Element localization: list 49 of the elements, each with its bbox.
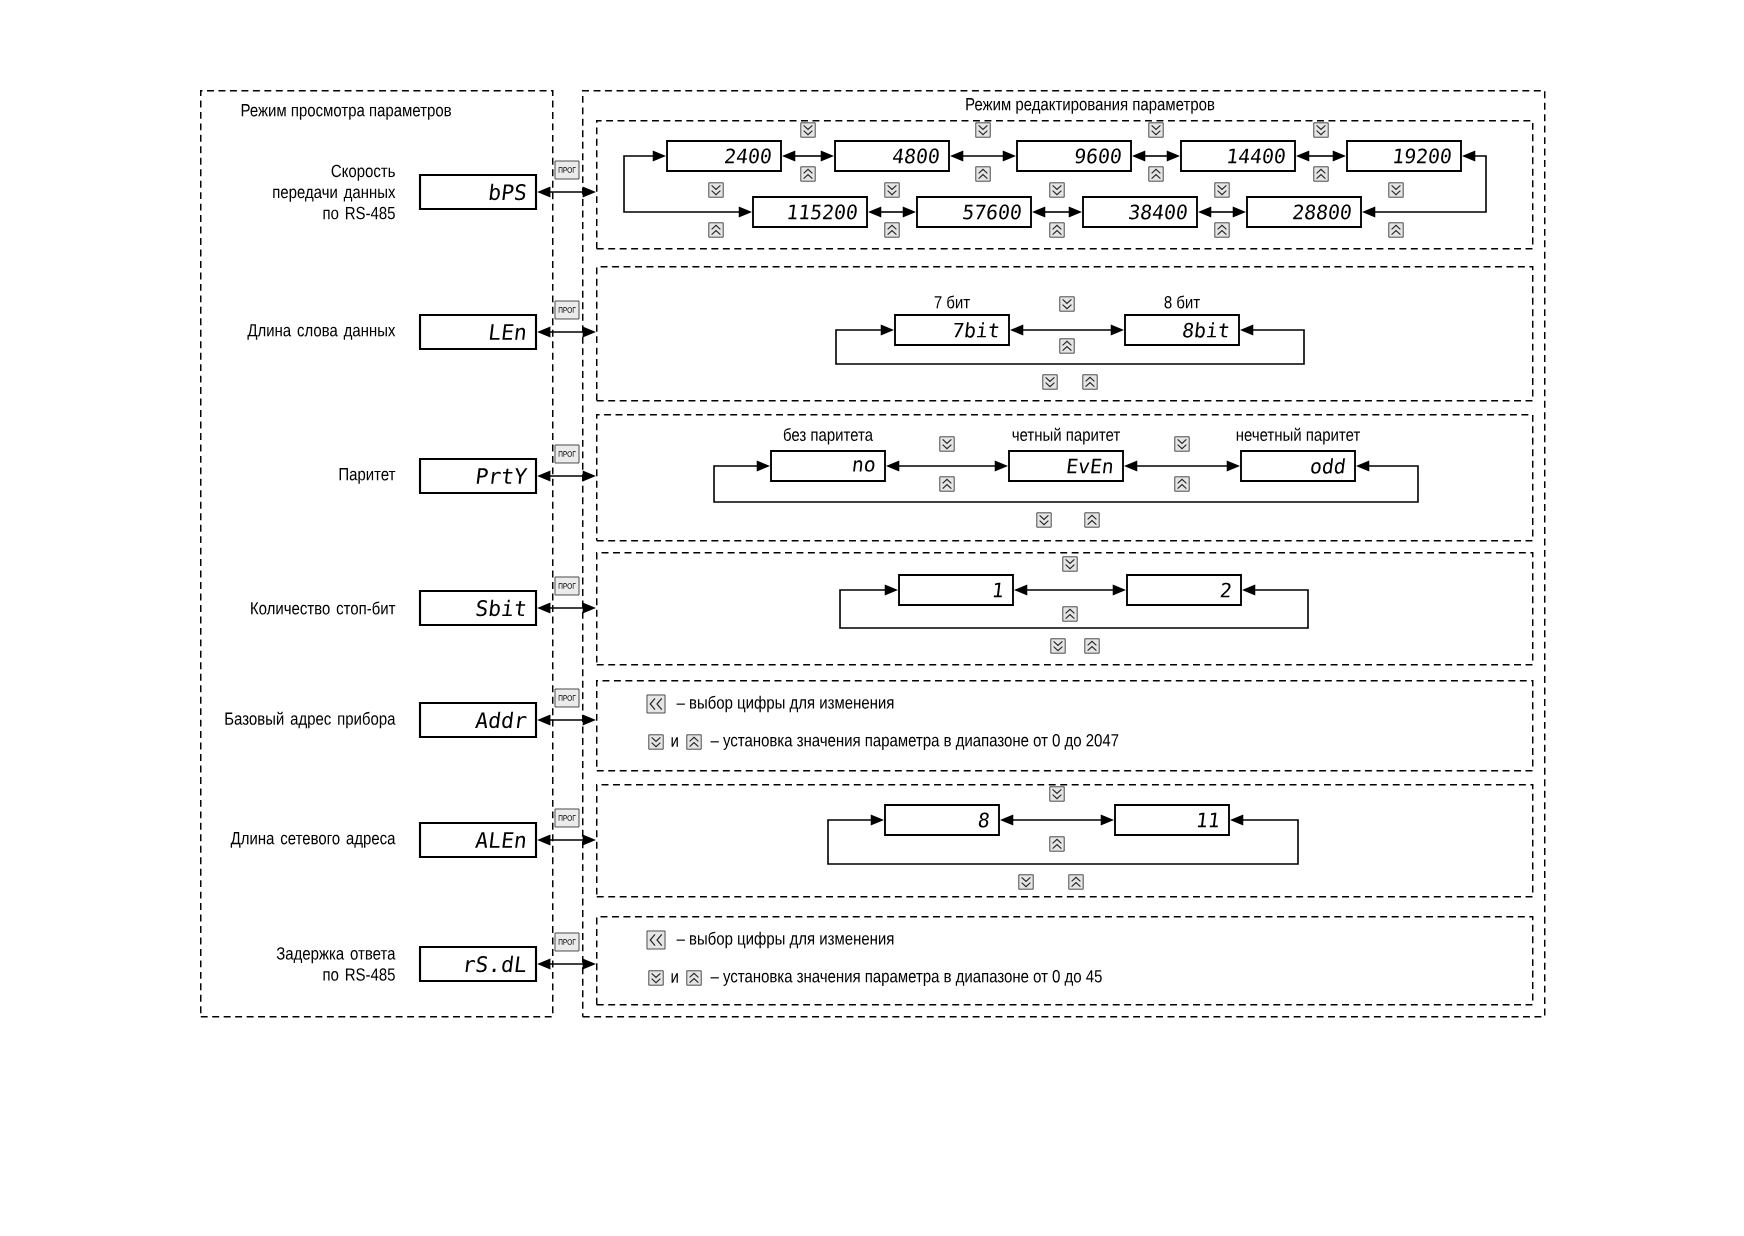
segment-display: 28800 [1246,196,1362,228]
display-caption: четный паритет [1012,427,1120,445]
instruction-text: – выбор цифры для изменения [676,695,894,713]
instruction-text: – установка значения параметра в диапазоне от 0 до 2047 [710,734,1119,750]
segment-display: ALEn [418,821,538,859]
segment-display: 19200 [1346,140,1462,172]
display-caption: без паритета [783,427,873,445]
segment-display: 14400 [1180,140,1296,172]
segment-display: Addr [418,701,538,739]
panel-title: Режим просмотра параметров [241,104,451,120]
segment-display: 1 [898,574,1014,606]
segment-display: Sbit [418,589,538,627]
parameter-label: Длина слова данных [247,324,396,340]
arrow [835,324,1305,365]
segment-display: EvEn [1008,450,1124,482]
segment-display: PrtY [418,457,538,495]
segment-display: 8bit [1124,314,1240,346]
parameter-label: Задержка ответа по RS-485 [276,947,396,981]
instruction-text: и [671,973,678,983]
segment-display: 2400 [666,140,782,172]
segment-display: 38400 [1082,196,1198,228]
segment-display: LEn [418,313,538,351]
arrow [713,460,1419,503]
instruction-text: и [671,737,678,747]
parameter-label: Длина сетевого адреса [230,832,396,848]
segment-display: no [770,450,886,482]
parameter-label: Паритет [339,468,396,484]
segment-display: rS.dL [418,945,538,983]
segment-display: bPS [418,173,538,211]
segment-display: 9600 [1016,140,1132,172]
segment-display: odd [1240,450,1356,482]
segment-display: 2 [1126,574,1242,606]
instruction-text: – выбор цифры для изменения [676,931,894,949]
segment-display: 7bit [894,314,1010,346]
instruction-text: – установка значения параметра в диапазоне от 0 до 45 [710,970,1102,986]
display-caption: 8 бит [1164,295,1200,309]
display-caption: 7 бит [934,295,970,309]
parameter-label: Базовый адрес прибора [225,711,396,729]
segment-display: 115200 [752,196,868,228]
segment-display: 11 [1114,804,1230,836]
arrow [839,584,1309,629]
segment-display: 57600 [916,196,1032,228]
arrow [827,814,1299,865]
parameter-label: Скорость передачи данных по RS-485 [273,164,396,220]
segment-display: 8 [884,804,1000,836]
parameter-label: Количество стоп-бит [251,601,396,615]
display-caption: нечетный паритет [1236,427,1361,445]
panel-title: Режим редактирования параметров [966,98,1215,114]
segment-display: 4800 [834,140,950,172]
